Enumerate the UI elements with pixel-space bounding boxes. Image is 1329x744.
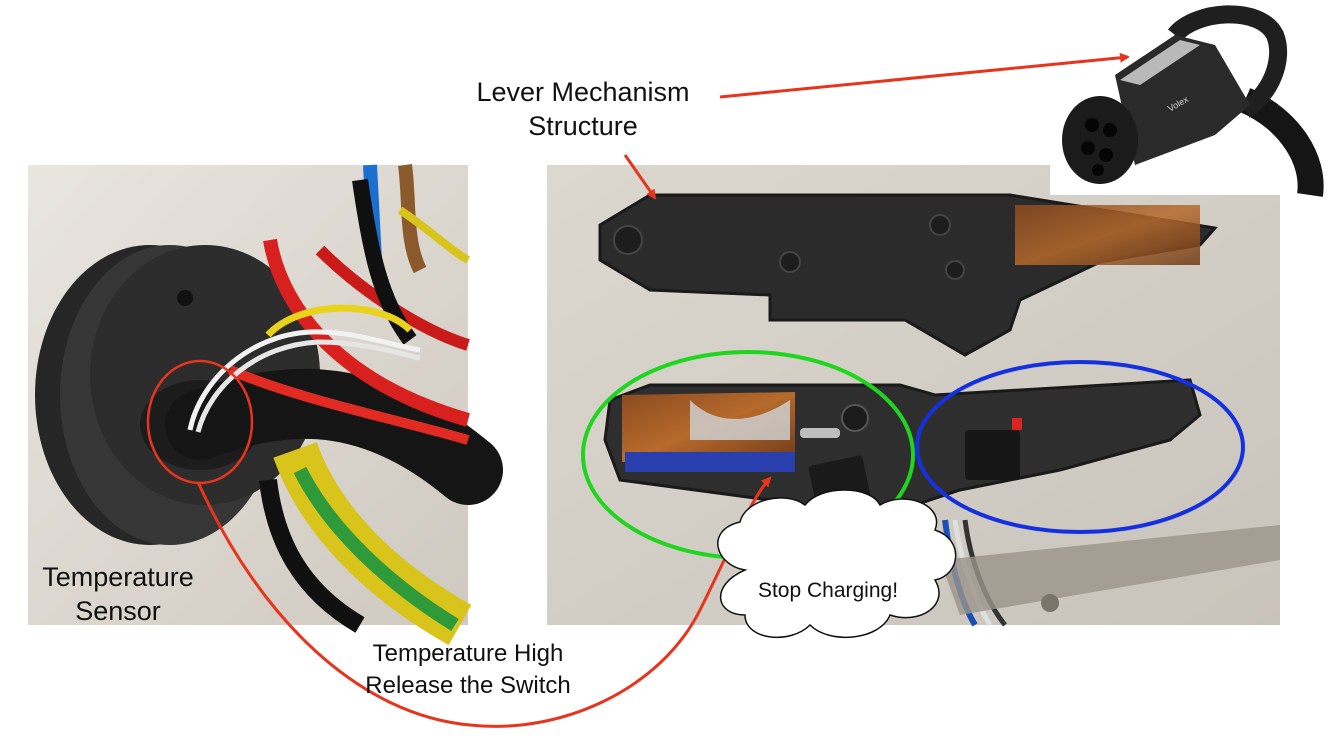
temperature-sensor-label-line1: Temperature xyxy=(42,562,194,592)
temperature-high-label-line1: Temperature High xyxy=(373,640,564,667)
top-right-photo: Volex xyxy=(1050,0,1329,197)
left-photo xyxy=(28,164,503,646)
stop-charging-cloud: Stop Charging! xyxy=(717,489,957,639)
temperature-sensor-label-line2: Sensor xyxy=(75,596,161,626)
stop-charging-text: Stop Charging! xyxy=(758,579,898,602)
lever-label-line2: Structure xyxy=(528,111,638,141)
lever-to-housing-arrow xyxy=(623,154,657,200)
lever-to-connector-arrow xyxy=(719,52,1130,99)
lever-label-line1: Lever Mechanism xyxy=(476,77,689,107)
temperature-high-label-line2: Release the Switch xyxy=(365,672,570,699)
housing-highlight-circle xyxy=(915,360,1245,534)
